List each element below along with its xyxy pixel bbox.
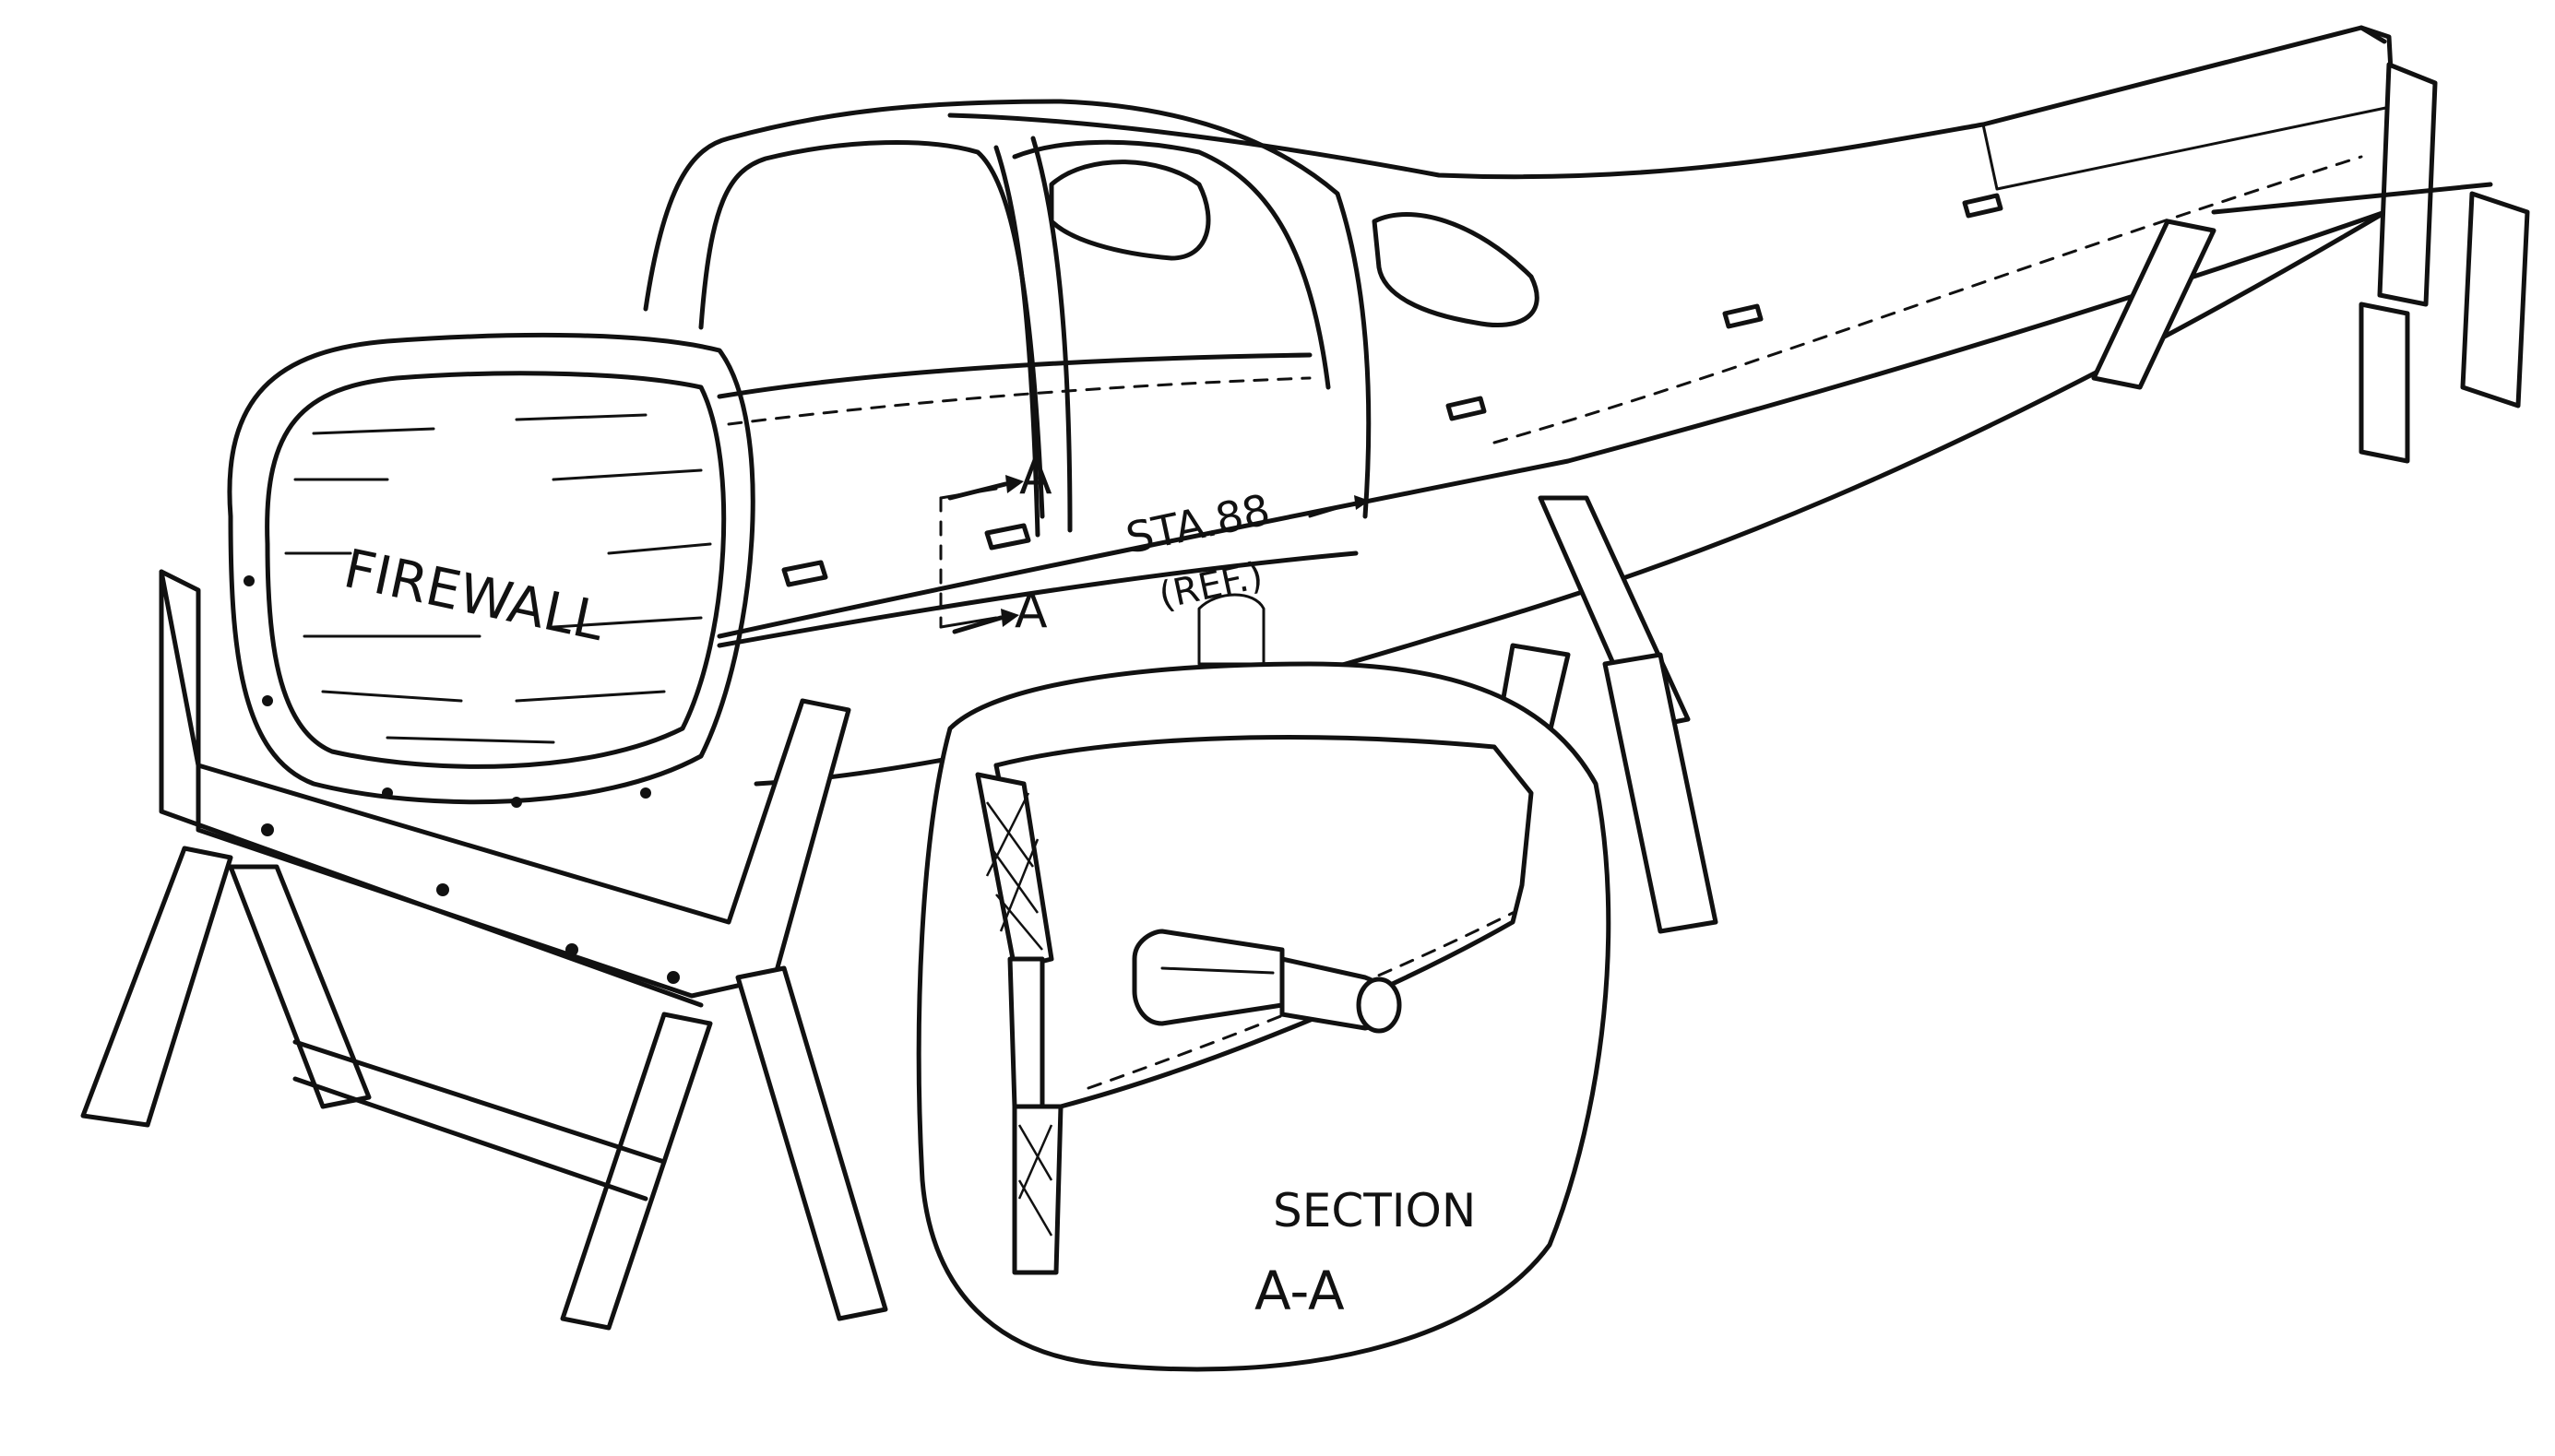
fuselage-shell [717, 25, 2419, 787]
section-title: SECTION [1273, 1184, 1476, 1237]
front-sawhorse [80, 569, 888, 1331]
section-detail-inset [916, 661, 1611, 1372]
section-id: A-A [1254, 1260, 1345, 1322]
section-marker-bottom: A [1015, 584, 1048, 639]
rear-sawhorse [2091, 62, 2530, 464]
section-marker-top: A [1019, 450, 1052, 505]
firewall-bulkhead [227, 332, 755, 808]
station-label-line1: STA.88 [1122, 484, 1274, 563]
station-label: STA.88 (REF.) [1122, 484, 1274, 618]
cabin-frame [643, 99, 1539, 666]
station-label-line2: (REF.) [1156, 554, 1267, 618]
